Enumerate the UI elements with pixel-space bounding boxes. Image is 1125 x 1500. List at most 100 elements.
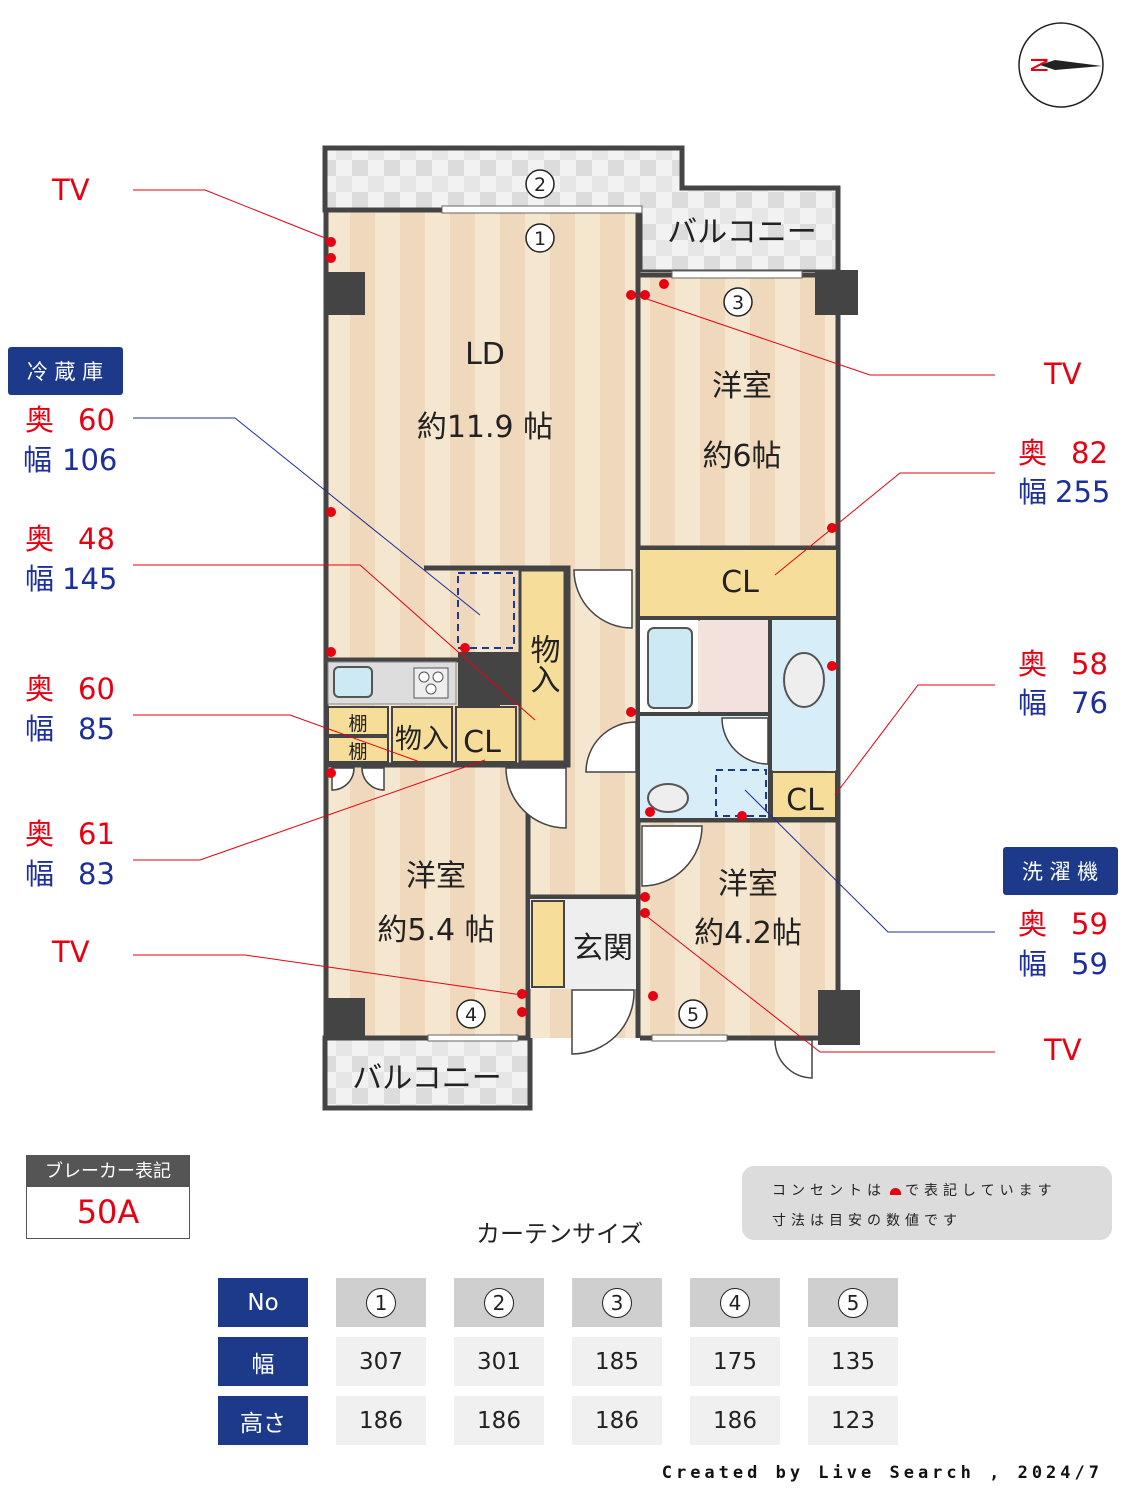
height-cell: 186 <box>336 1396 426 1445</box>
depth-value: 48 <box>78 522 115 556</box>
window-number: 5 <box>838 1287 868 1318</box>
balcony-bottom-label: バルコニー <box>352 1061 501 1096</box>
western-room-2-size: 約5.4 帖 <box>377 913 494 948</box>
closet-label: CL <box>786 783 824 818</box>
table-row: No 1 2 3 4 5 <box>218 1278 898 1327</box>
header-width: 幅 <box>218 1337 308 1386</box>
note-text: コンセントは <box>772 1183 886 1199</box>
depth-key: 奥 <box>1018 436 1047 470</box>
window-number: 3 <box>732 292 744 314</box>
width-value: 145 <box>62 562 117 596</box>
width-cell: 185 <box>572 1337 662 1386</box>
width-key: 幅 <box>23 443 52 477</box>
depth-value: 61 <box>78 817 115 851</box>
ld-label: LD <box>465 337 505 372</box>
width-value: 76 <box>1071 686 1108 720</box>
sink <box>647 783 689 813</box>
width-key: 幅 <box>1018 475 1047 509</box>
tv-label: TV <box>51 173 90 207</box>
note-line-1: コンセントは で表記しています <box>772 1180 1057 1200</box>
breaker-box: ブレーカー表記 50A <box>26 1155 190 1239</box>
breaker-title: ブレーカー表記 <box>27 1156 189 1187</box>
window-number: 2 <box>534 174 546 196</box>
breaker-value: 50A <box>76 1193 140 1231</box>
height-cell: 186 <box>690 1396 780 1445</box>
tv-label: TV <box>1043 1033 1082 1067</box>
depth-key: 奥 <box>25 817 54 851</box>
shelf-label: 棚 <box>348 713 367 735</box>
depth-value: 82 <box>1071 436 1108 470</box>
credit: Created by Live Search , 2024/7 <box>661 1463 1103 1483</box>
note-line-2: 寸法は目安の数値です <box>772 1213 962 1229</box>
fridge-depth: 60 <box>78 403 115 437</box>
pillar <box>325 272 365 315</box>
leader-lines <box>133 189 995 1053</box>
width-value: 85 <box>78 712 115 746</box>
window-number: 1 <box>366 1287 396 1318</box>
width-cell: 175 <box>690 1337 780 1386</box>
table-row: 高さ 186 186 186 186 123 <box>218 1396 898 1445</box>
window-number: 2 <box>484 1287 514 1318</box>
outlet-icon <box>890 1188 901 1195</box>
storage-small-label: 物入 <box>395 724 449 755</box>
closet-label: CL <box>463 725 501 760</box>
width-value: 83 <box>78 857 115 891</box>
depth-value: 58 <box>1071 647 1108 681</box>
width-key: 幅 <box>25 562 54 596</box>
washer-badge <box>1003 847 1118 895</box>
outlet-markers <box>326 237 837 1017</box>
table-row: 幅 307 301 185 175 135 <box>218 1337 898 1386</box>
width-value: 255 <box>1055 475 1110 509</box>
storage-tall-label: 物入 <box>525 634 561 694</box>
legend-note: コンセントは で表記しています 寸法は目安の数値です <box>742 1166 1112 1240</box>
doors <box>331 569 813 1079</box>
bathtub <box>647 627 693 709</box>
window-number: 4 <box>465 1004 477 1026</box>
depth-key: 奥 <box>1018 907 1047 941</box>
curtain-size-table: No 1 2 3 4 5 幅 307 301 185 175 135 高さ 18… <box>190 1268 926 1455</box>
pillar <box>815 270 858 315</box>
western-room-1-size: 約6帖 <box>702 439 781 474</box>
pillar <box>325 998 365 1038</box>
washer-depth: 59 <box>1071 907 1108 941</box>
western-room-2-label: 洋室 <box>406 859 466 894</box>
fridge-space <box>457 572 515 649</box>
western-room-3-label: 洋室 <box>718 867 778 902</box>
height-cell: 186 <box>572 1396 662 1445</box>
storage-tall <box>518 568 567 764</box>
width-cell: 307 <box>336 1337 426 1386</box>
header-no: No <box>218 1278 308 1327</box>
window-markers: 2 1 3 4 5 <box>456 169 753 1029</box>
depth-value: 60 <box>78 672 115 706</box>
width-key: 幅 <box>25 857 54 891</box>
kitchen-counter <box>327 661 457 705</box>
note-text: で表記しています <box>905 1183 1057 1199</box>
height-cell: 186 <box>454 1396 544 1445</box>
balcony-top-label: バルコニー <box>667 215 816 250</box>
washer-label: 洗 濯 機 <box>1022 860 1098 884</box>
north-label: N <box>1025 57 1050 73</box>
ld-size: 約11.9 帖 <box>417 410 553 445</box>
western-room-3-size: 約4.2帖 <box>694 916 802 951</box>
tv-label: TV <box>1043 357 1082 391</box>
height-cell: 123 <box>808 1396 898 1445</box>
window-number: 4 <box>720 1287 750 1318</box>
header-height: 高さ <box>218 1396 308 1445</box>
fridge-width: 106 <box>62 443 117 477</box>
fridge-badge <box>8 347 123 395</box>
toilet <box>783 652 825 708</box>
pillar <box>818 990 860 1045</box>
window-number: 5 <box>687 1004 699 1026</box>
window-number: 3 <box>602 1287 632 1318</box>
depth-key: 奥 <box>25 522 54 556</box>
tv-label: TV <box>51 935 90 969</box>
depth-key: 奥 <box>25 672 54 706</box>
balcony-bottom: バルコニー <box>322 1035 533 1111</box>
compass: N <box>1018 22 1104 108</box>
closet-label: CL <box>721 565 759 600</box>
width-key: 幅 <box>1018 686 1047 720</box>
fridge-label: 冷 蔵 庫 <box>27 360 103 384</box>
width-key: 幅 <box>25 712 54 746</box>
washer-width: 59 <box>1071 947 1108 981</box>
